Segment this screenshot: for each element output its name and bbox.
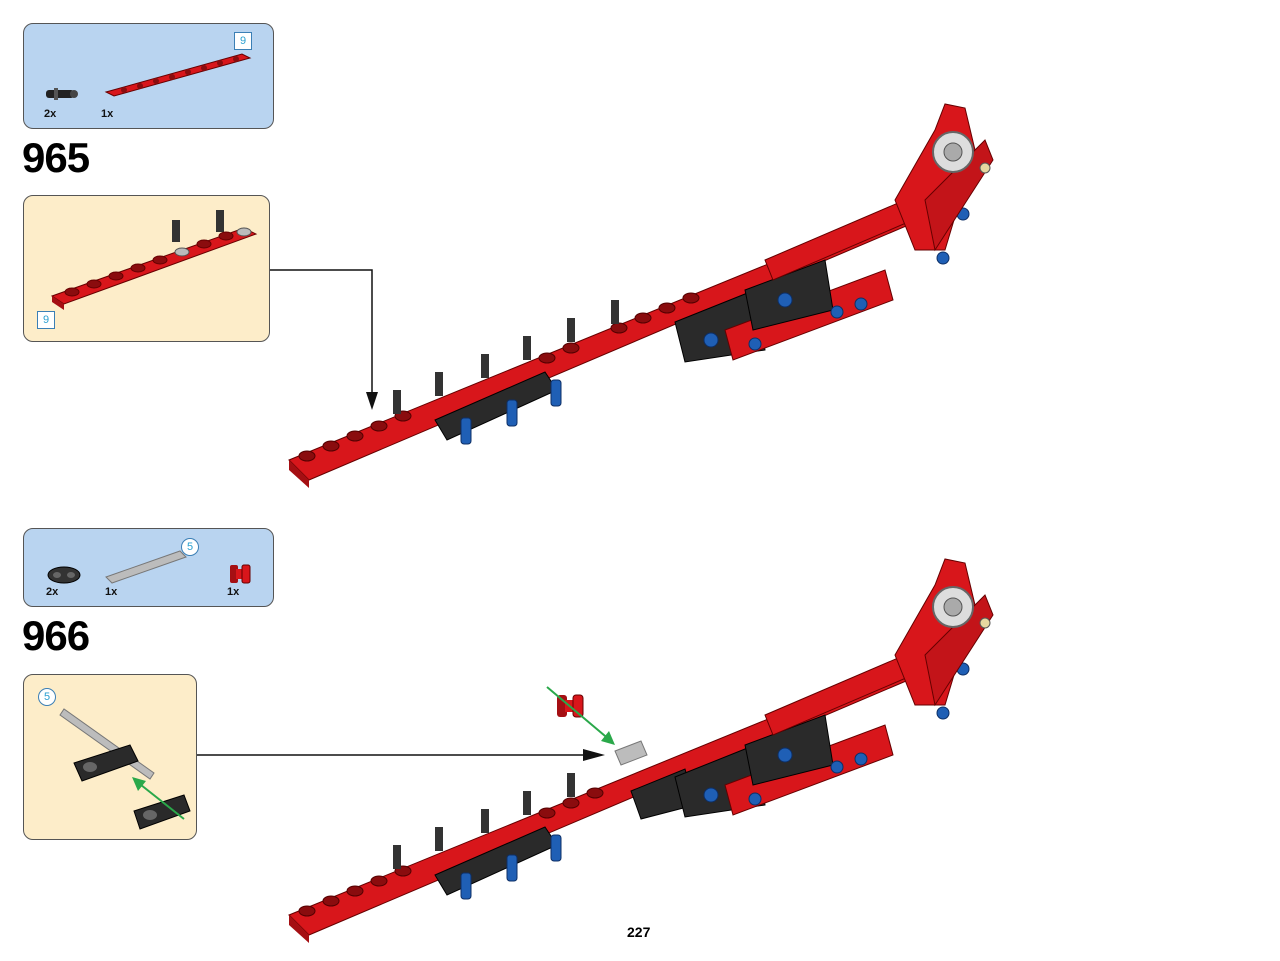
length-callout: 5 [38, 688, 56, 706]
callout-arrow-965 [270, 269, 378, 410]
parts-panel-965: 2x 1x 9 [23, 23, 274, 129]
parts-panel-966: 2x 1x 5 1x [23, 528, 274, 607]
subassembly-beam-icon [50, 210, 258, 310]
pin-icon [46, 88, 78, 100]
model-illustration-966 [288, 558, 994, 943]
step-number: 966 [22, 612, 90, 659]
black-connector-icon [47, 566, 81, 584]
subassembly-panel-965: 9 [23, 195, 270, 342]
callout-arrow-966 [197, 749, 605, 761]
part-qty: 1x [101, 108, 114, 120]
red-beam-icon [104, 53, 252, 97]
part-qty: 1x [227, 586, 240, 598]
step-number: 965 [22, 134, 90, 181]
page-number: 227 [627, 924, 651, 940]
part-qty: 2x [44, 108, 57, 120]
subassembly-panel-966: 5 [23, 674, 197, 840]
part-qty: 1x [105, 586, 118, 598]
subassembly-axle-icon [59, 708, 191, 830]
red-bushing-icon [230, 564, 251, 584]
part-qty: 2x [46, 586, 59, 598]
model-illustration-965 [288, 103, 994, 488]
length-callout: 5 [181, 538, 199, 556]
grey-axle-icon [105, 550, 187, 584]
length-callout: 9 [37, 311, 55, 329]
length-callout: 9 [234, 32, 252, 50]
